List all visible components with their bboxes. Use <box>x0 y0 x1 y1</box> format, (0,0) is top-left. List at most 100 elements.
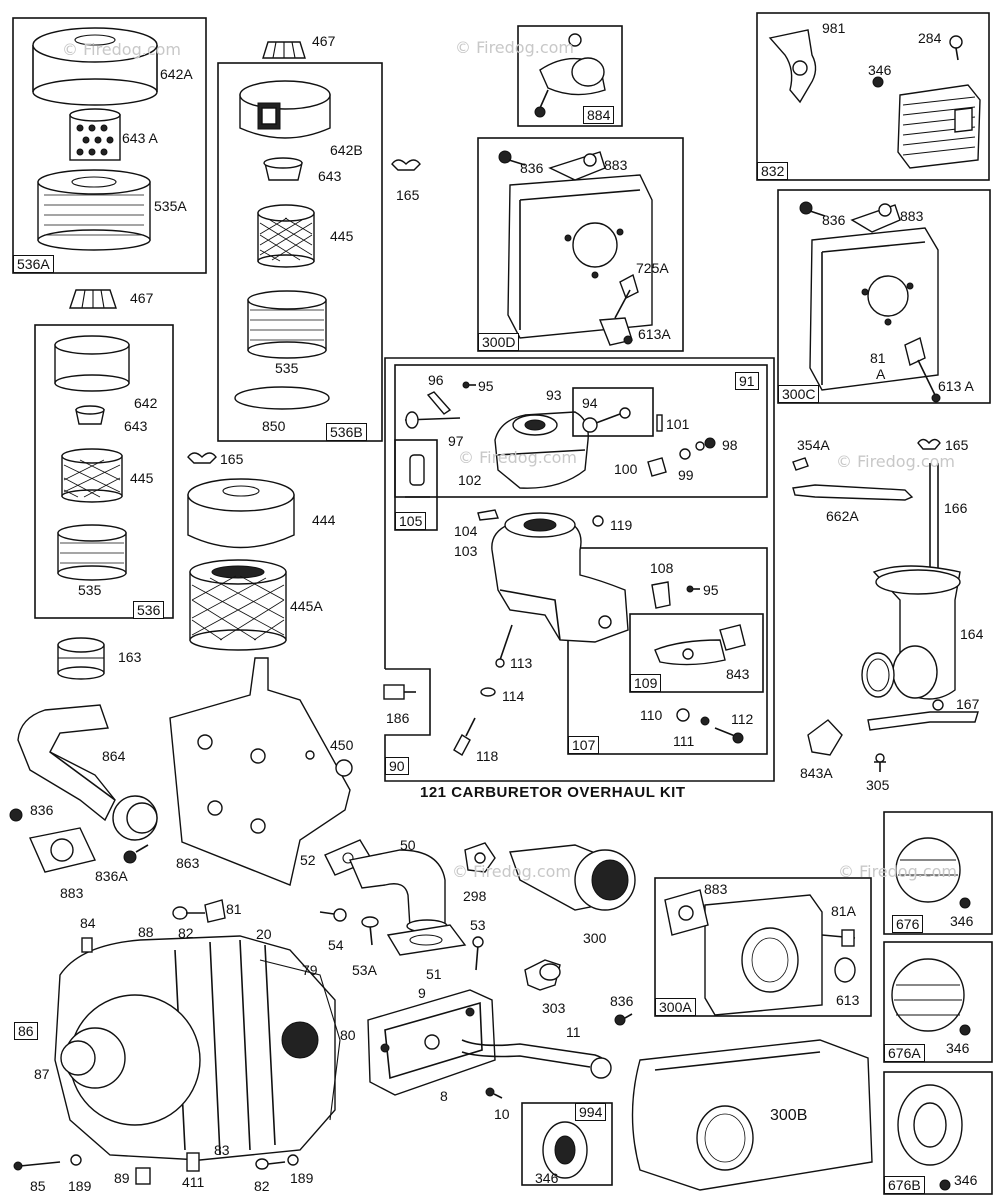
watermark-2: © Firedog.com <box>455 38 574 57</box>
bracket-354A <box>792 457 809 471</box>
needle-94 <box>572 387 654 437</box>
screen-676B <box>897 1084 963 1166</box>
part-label: 445 <box>130 470 154 486</box>
part-label: 100 <box>614 461 638 477</box>
plug-89 <box>135 1167 151 1185</box>
part-label: 643 <box>124 418 148 434</box>
knob-467-top <box>262 41 306 59</box>
nut-836-c <box>9 808 23 822</box>
part-label: 165 <box>396 187 420 203</box>
part-label: 642A <box>160 66 193 82</box>
part-label: 883 <box>704 881 728 897</box>
part-label: 836 <box>520 160 544 176</box>
bolt-836-b <box>799 201 826 217</box>
screw-95-a <box>462 381 476 389</box>
kit-box-536 <box>34 324 174 619</box>
washer-189-a <box>70 1154 82 1166</box>
part-label: 89 <box>114 1170 130 1186</box>
screw-54 <box>319 908 347 922</box>
bolt-85 <box>13 1161 61 1171</box>
part-label: 53 <box>470 917 486 933</box>
bolt-88 <box>172 906 205 920</box>
part-label: 118 <box>476 748 499 764</box>
part-label: 112 <box>731 711 754 727</box>
pin-101 <box>656 414 663 432</box>
screw-84 <box>81 937 93 953</box>
adapter-163 <box>57 637 105 680</box>
part-label: 843A <box>800 765 833 781</box>
knob-467-left <box>69 289 117 309</box>
part-label: 354A <box>797 437 830 453</box>
elbow-81A <box>821 929 856 947</box>
part-label: 50 <box>400 837 416 853</box>
part-label: 346 <box>946 1040 970 1056</box>
float-valve-113 <box>495 624 513 668</box>
kit-box-90 <box>384 357 775 782</box>
bracket-167 <box>867 699 979 731</box>
part-label: 87 <box>34 1066 50 1082</box>
part-label: 346 <box>868 62 892 78</box>
nut-298 <box>464 842 496 873</box>
part-label: 114 <box>502 688 525 704</box>
box-label-676B: 676B <box>884 1176 925 1194</box>
exhaust-pipe-864 <box>17 704 158 841</box>
part-label: 8 <box>440 1088 448 1104</box>
kit-box-884 <box>517 25 623 127</box>
part-label: 96 <box>428 372 444 388</box>
kit-box-300D <box>477 137 684 352</box>
part-label: 450 <box>330 737 354 753</box>
filter-445A <box>189 559 287 651</box>
part-label: 411 <box>182 1174 205 1190</box>
box-label-86: 86 <box>14 1022 38 1040</box>
part-label: 81A <box>831 903 856 919</box>
gasket-51 <box>386 924 467 956</box>
part-label: 102 <box>458 472 482 488</box>
cylinder-head-86 <box>54 935 336 1161</box>
screw-284 <box>949 35 963 61</box>
part-label: 167 <box>956 696 980 712</box>
lever-100 <box>647 457 667 477</box>
bracket-863 <box>169 657 351 886</box>
part-label: 300B <box>770 1107 808 1124</box>
wing-nut-165-c <box>917 438 941 450</box>
part-label: 88 <box>138 924 154 940</box>
box-label-536A: 536A <box>13 255 54 273</box>
part-label: 346 <box>950 913 974 929</box>
kit-box-994 <box>521 1102 613 1186</box>
part-label: 166 <box>944 500 968 516</box>
part-label: 165 <box>945 437 969 453</box>
filter-535-a <box>57 524 127 581</box>
part-label: 643 A <box>122 130 158 146</box>
part-label: 52 <box>300 852 316 868</box>
bolt-836-a <box>498 150 526 166</box>
part-label: 535 <box>78 582 102 598</box>
part-label: 103 <box>454 543 478 559</box>
box-label-300D: 300D <box>478 333 520 351</box>
part-label: 346 <box>954 1172 978 1188</box>
part-label: 111 <box>673 733 695 749</box>
part-label: 164 <box>960 626 984 642</box>
throttle-shaft-97 <box>404 411 461 429</box>
air-cleaner-cover-642 <box>54 335 130 392</box>
part-label: 20 <box>256 926 272 942</box>
element-643-b <box>263 157 303 181</box>
part-label: 80 <box>340 1027 356 1043</box>
part-label: 883 <box>604 157 628 173</box>
element-643-a <box>75 405 105 425</box>
part-label: 883 <box>60 885 84 901</box>
screen-676A <box>891 958 965 1032</box>
watermark-3: © Firedog.com <box>836 452 955 471</box>
box-label-536B: 536B <box>326 423 367 441</box>
muffler-guard-832 <box>897 84 981 169</box>
deflector-613 <box>834 957 856 983</box>
knob-843A <box>807 719 843 756</box>
washer-189-b <box>287 1154 299 1166</box>
part-label: 108 <box>650 560 674 576</box>
kit-box-676B <box>883 1071 993 1195</box>
box-label-832: 832 <box>757 162 789 180</box>
part-label: 189 <box>68 1178 92 1194</box>
part-label: 981 <box>822 20 846 36</box>
screen-676 <box>895 837 961 903</box>
part-label: 662A <box>826 508 859 524</box>
part-label: 98 <box>722 437 738 453</box>
